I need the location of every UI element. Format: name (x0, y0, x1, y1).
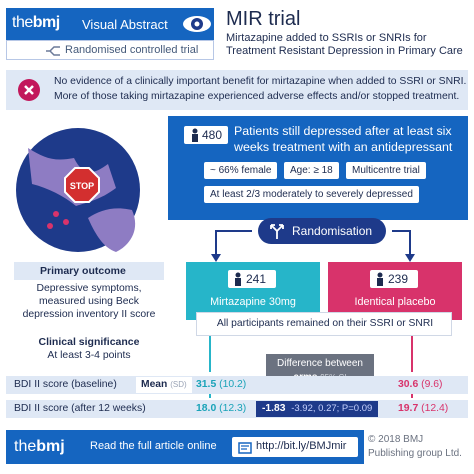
trial-title: MIR trial (226, 8, 301, 30)
synapse-illustration: STOP (4, 118, 164, 258)
difference-line1: Difference between (277, 358, 363, 369)
conclusion-line1: No evidence of a clinically important be… (54, 76, 467, 87)
primary-outcome-line1: Depressive symptoms, (36, 283, 142, 294)
bmj-logo: thebmj (14, 438, 65, 455)
placebo-12-weeks-value: 19.7 (12.4) (398, 403, 449, 414)
article-link[interactable]: http://bit.ly/BMJmir (232, 437, 358, 457)
study-design-badge: Randomised controlled trial (6, 40, 214, 60)
primary-outcome-line3: depression inventory II score (22, 309, 156, 320)
visual-abstract-label: Visual Abstract (82, 17, 168, 32)
mean-sd-badge: Mean (SD) (136, 377, 192, 393)
bdi-baseline-row: BDI II score (baseline) Mean (SD) 31.5 (… (6, 376, 468, 394)
person-icon (375, 272, 385, 291)
trial-subtitle-line2: Treatment Resistant Depression in Primar… (226, 45, 463, 57)
mirtazapine-count-badge: 241 (228, 270, 276, 288)
placebo-arm: 239 Identical placebo (328, 262, 462, 320)
person-icon (190, 128, 200, 147)
bdi-12-weeks-row: BDI II score (after 12 weeks) 18.0 (12.3… (6, 400, 468, 418)
multicentre-chip: Multicentre trial (346, 162, 426, 179)
patients-count-badge: 480 (184, 126, 228, 144)
patients-text-line2: weeks treatment with an antidepressant (234, 140, 453, 154)
placebo-label: Identical placebo (354, 296, 436, 308)
footer-banner: thebmj Read the full article online http… (6, 430, 364, 464)
mirtazapine-baseline-value: 31.5 (10.2) (196, 379, 247, 390)
copyright-line2: Publishing group Ltd. (368, 448, 462, 459)
conclusion-line2: More of those taking mirtazapine experie… (54, 91, 460, 102)
patients-box: 480 Patients still depressed after at le… (168, 116, 468, 220)
person-icon (233, 272, 243, 291)
close-icon (18, 79, 40, 101)
trial-subtitle-line1: Mirtazapine added to SSRIs or SNRIs for (226, 32, 427, 44)
remained-on-treatment-note: All participants remained on their SSRI … (196, 312, 452, 336)
bdi-baseline-label: BDI II score (baseline) (14, 379, 117, 390)
patients-text-line1: Patients still depressed after at least … (234, 124, 452, 138)
remained-text: All participants remained on their SSRI … (216, 318, 434, 329)
clinical-significance-title: Clinical significance (38, 336, 140, 348)
severity-chip: At least 2/3 moderately to severely depr… (204, 186, 419, 203)
primary-outcome-body: Depressive symptoms, measured using Beck… (14, 282, 164, 321)
randomise-icon (45, 44, 61, 62)
mirtazapine-12-weeks-value: 18.0 (12.3) (196, 403, 247, 414)
article-link-text[interactable]: http://bit.ly/BMJmir (256, 440, 347, 452)
study-design-label: Randomised controlled trial (65, 44, 199, 56)
placebo-baseline-value: 30.6 (9.6) (398, 379, 443, 390)
age-chip: Age: ≥ 18 (284, 162, 339, 179)
eye-icon (182, 14, 212, 39)
placebo-count: 239 (388, 272, 409, 286)
mirtazapine-label: Mirtazapine 30mg (210, 296, 296, 308)
patients-count: 480 (202, 128, 223, 142)
mirtazapine-count: 241 (246, 272, 267, 286)
mirtazapine-arm: 241 Mirtazapine 30mg (186, 262, 320, 320)
primary-outcome-line2: measured using Beck (39, 296, 139, 307)
clinical-significance-value: At least 3-4 points (47, 350, 131, 361)
stop-sign-label: STOP (70, 181, 94, 191)
primary-outcome-title: Primary outcome (40, 265, 126, 277)
visual-abstract-banner: thebmj Visual Abstract (6, 8, 214, 40)
primary-outcome-header: Primary outcome (14, 262, 164, 280)
female-chip: ~ 66% female (204, 162, 278, 179)
bmj-logo: thebmj (12, 14, 60, 31)
conclusion-banner: No evidence of a clinically important be… (6, 70, 468, 110)
split-arrow-icon (268, 223, 286, 244)
randomisation-pill: Randomisation (258, 218, 386, 244)
randomisation-label: Randomisation (292, 224, 373, 238)
placebo-count-badge: 239 (370, 270, 418, 288)
difference-value-badge: -1.83 -3.92, 0.27; P=0.09 (256, 401, 379, 417)
bdi-12-weeks-label: BDI II score (after 12 weeks) (14, 403, 146, 414)
link-icon (238, 441, 252, 459)
copyright-line1: © 2018 BMJ (368, 434, 424, 445)
read-full-article-label: Read the full article online (90, 440, 217, 452)
